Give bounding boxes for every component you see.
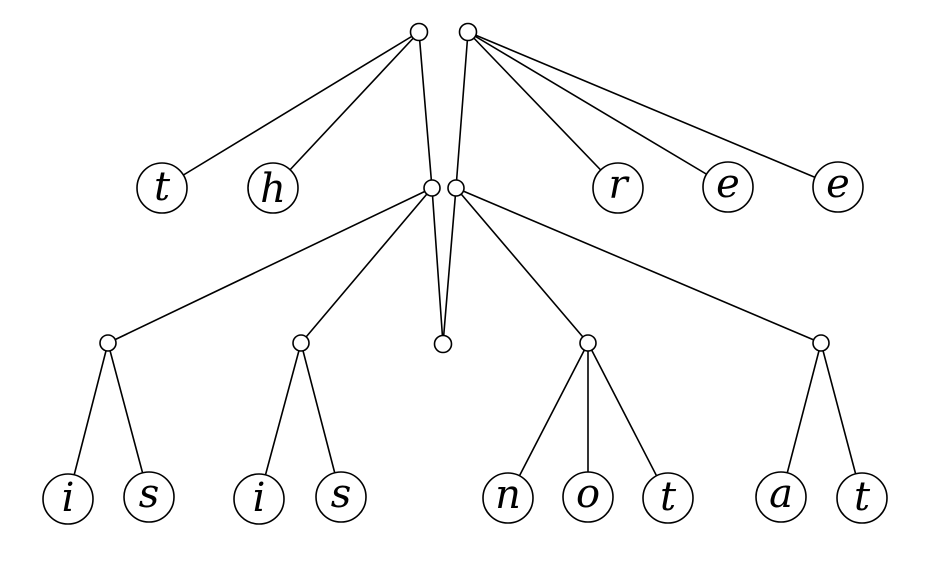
node-label-o: o [576,471,600,517]
leaf-node-e [702,161,754,213]
edge-int4-leafA [780,342,822,498]
leaf-node-a [755,471,807,523]
leaf-node-t [836,472,888,524]
node-label-e: e [716,161,740,207]
node-label-n: n [495,472,521,518]
internal-node [433,334,453,354]
edge-int4-leafT3 [820,342,863,499]
internal-node [99,334,117,352]
internal-node [458,22,478,42]
internal-node [579,334,597,352]
edge-midR-int3 [455,187,589,344]
internal-node [812,334,830,352]
node-label-t: t [154,164,171,210]
edge-rootR-leafE1 [467,31,729,188]
edge-midL-int1 [107,187,433,344]
edge-rootR-midR [455,31,469,189]
node-label-e: e [826,161,850,207]
edge-int2-leafI2 [258,342,302,500]
node-label-t: t [660,474,677,520]
edge-midR-shared [442,187,457,345]
edge-rootR-leafE2 [467,31,839,188]
node-label-h: h [260,166,286,212]
edge-int3-leafT2 [587,342,669,499]
edge-midL-int2 [300,187,433,344]
internal-node [447,179,465,197]
leaf-node-t [136,162,188,214]
internal-node [423,179,441,197]
edge-rootL-midL [418,31,433,189]
leaf-node-t [642,472,694,524]
leaf-node-s [315,471,367,523]
edge-int2-leafS2 [300,342,342,498]
edge-int1-leafS1 [107,342,150,498]
leaf-node-o [562,471,614,523]
node-label-i: i [253,475,266,521]
edge-midL-shared [431,187,444,345]
leaf-node-e [812,161,864,213]
node-label-r: r [608,162,630,208]
edge-rootR-leafR [467,31,619,189]
leaf-node-r [592,162,644,214]
edge-rootL-leafH [272,31,420,189]
node-label-s: s [139,471,160,517]
node-label-a: a [769,471,793,517]
edge-int1-leafI1 [67,342,109,500]
node-label-t: t [854,474,871,520]
leaf-node-s [123,471,175,523]
edge-rootL-leafT1 [161,31,420,189]
internal-node [409,22,429,42]
leaf-node-n [482,472,534,524]
edge-midR-int4 [455,187,822,344]
node-label-i: i [62,475,75,521]
node-label-s: s [331,471,352,517]
leaf-node-i [233,473,285,525]
edge-int3-leafN [507,342,589,499]
internal-node [292,334,310,352]
leaf-node-h [247,162,299,214]
leaf-node-i [42,473,94,525]
